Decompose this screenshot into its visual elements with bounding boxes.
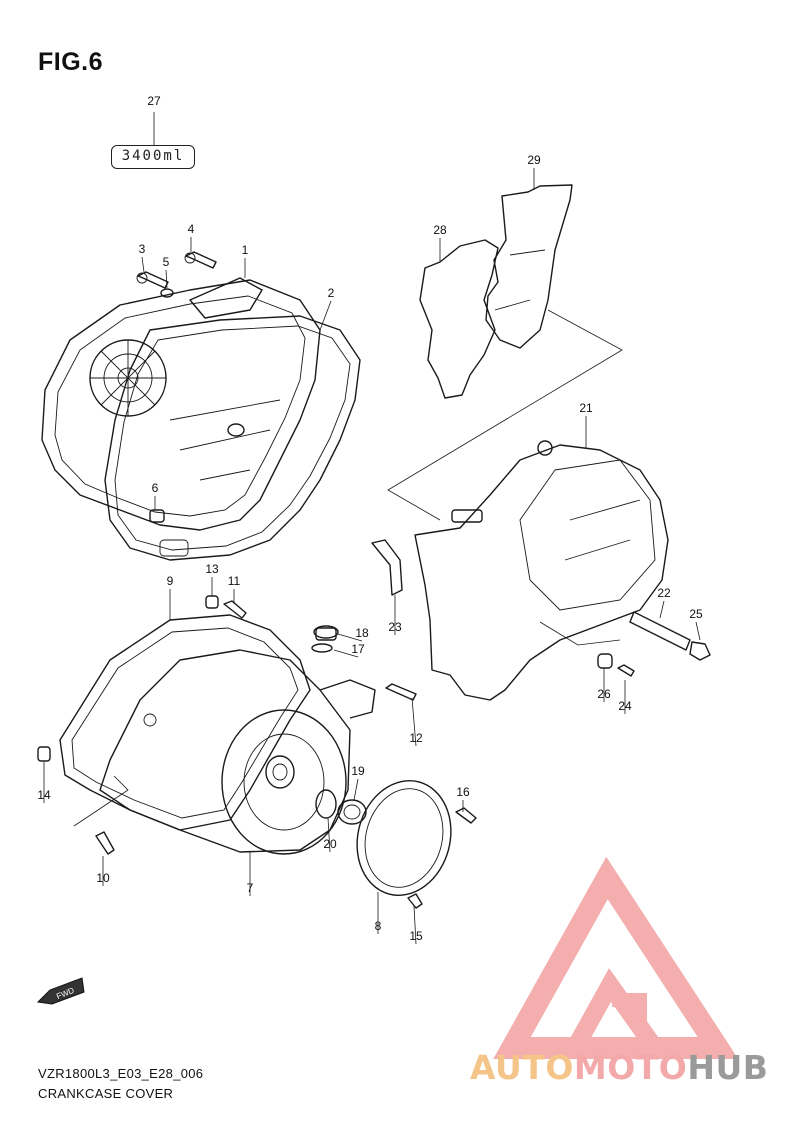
stud-22 bbox=[629, 611, 691, 651]
callout-4: 4 bbox=[188, 222, 195, 236]
generator-cover-21 bbox=[387, 309, 669, 701]
callout-15: 15 bbox=[409, 929, 423, 943]
callout-19: 19 bbox=[351, 764, 365, 778]
callout-2: 2 bbox=[328, 286, 335, 300]
brand-part-1: AUTO bbox=[470, 1048, 574, 1087]
leader-line-25 bbox=[695, 621, 701, 641]
cap-19 bbox=[337, 799, 367, 825]
plug-18 bbox=[313, 625, 339, 641]
section-name: CRANKCASE COVER bbox=[38, 1086, 174, 1101]
leader-line-3 bbox=[141, 256, 145, 273]
leader-line-19 bbox=[353, 778, 359, 801]
fwd-arrow-icon: FWD bbox=[36, 977, 85, 1005]
callout-5: 5 bbox=[163, 255, 170, 269]
leader-line-18 bbox=[337, 633, 363, 642]
callout-12: 12 bbox=[409, 731, 423, 745]
o-ring-17 bbox=[311, 643, 333, 653]
bolt-3 bbox=[136, 271, 169, 289]
bolt-10 bbox=[95, 831, 115, 855]
callout-1: 1 bbox=[242, 243, 249, 257]
bolt-12 bbox=[385, 683, 417, 701]
washer-26 bbox=[597, 653, 613, 669]
callout-29: 29 bbox=[527, 153, 541, 167]
bolt-24 bbox=[617, 664, 635, 677]
gasket-9 bbox=[59, 614, 311, 831]
figure-title: FIG.6 bbox=[38, 48, 104, 76]
callout-22: 22 bbox=[657, 586, 671, 600]
callout-3: 3 bbox=[139, 242, 146, 256]
dowel-14 bbox=[37, 746, 51, 762]
callout-layer: 1234567891011121314151617181920212223242… bbox=[37, 94, 703, 945]
inner-plate-29 bbox=[485, 184, 573, 349]
o-ring-20 bbox=[315, 789, 337, 819]
clutch-cover-7 bbox=[99, 649, 376, 855]
callout-17: 17 bbox=[351, 642, 365, 656]
callout-28: 28 bbox=[433, 223, 447, 237]
callout-9: 9 bbox=[167, 574, 174, 588]
inner-plate-28 bbox=[419, 239, 499, 399]
nut-25 bbox=[689, 641, 711, 661]
callout-16: 16 bbox=[456, 785, 470, 799]
gasket bbox=[104, 315, 361, 561]
callout-6: 6 bbox=[152, 481, 159, 495]
brand-watermark: AUTOMOTOHUB bbox=[470, 1048, 768, 1087]
leader-line-17 bbox=[333, 649, 359, 658]
clip-23 bbox=[371, 539, 403, 596]
cover-plate-8 bbox=[356, 780, 452, 896]
bolt-4 bbox=[184, 251, 217, 269]
leader-line-20 bbox=[327, 817, 331, 853]
leader-line-12 bbox=[411, 697, 417, 747]
watermark-logo bbox=[493, 856, 739, 1059]
screw-16 bbox=[455, 807, 477, 824]
leader-line-22 bbox=[659, 600, 665, 619]
callout-20: 20 bbox=[323, 837, 337, 851]
crankcase-cover-upper bbox=[41, 277, 321, 531]
model-code: VZR1800L3_E03_E28_006 bbox=[38, 1066, 204, 1081]
callout-27: 27 bbox=[147, 94, 161, 108]
washer-13 bbox=[205, 595, 219, 609]
washer-5 bbox=[160, 288, 174, 298]
callout-18: 18 bbox=[355, 626, 369, 640]
callout-25: 25 bbox=[689, 607, 703, 621]
callout-21: 21 bbox=[579, 401, 593, 415]
leader-line-15 bbox=[413, 905, 417, 945]
bolt-11 bbox=[223, 600, 247, 619]
sealant-badge: 3400ml bbox=[111, 145, 195, 169]
brand-part-3: HUB bbox=[687, 1048, 769, 1087]
brand-part-2: MOTO bbox=[573, 1048, 688, 1087]
callout-11: 11 bbox=[228, 574, 241, 588]
callout-13: 13 bbox=[205, 562, 219, 576]
dowel-6 bbox=[149, 509, 165, 523]
leader-line-5 bbox=[165, 269, 168, 289]
screw-15 bbox=[407, 893, 423, 909]
leader-line-2 bbox=[319, 300, 332, 331]
